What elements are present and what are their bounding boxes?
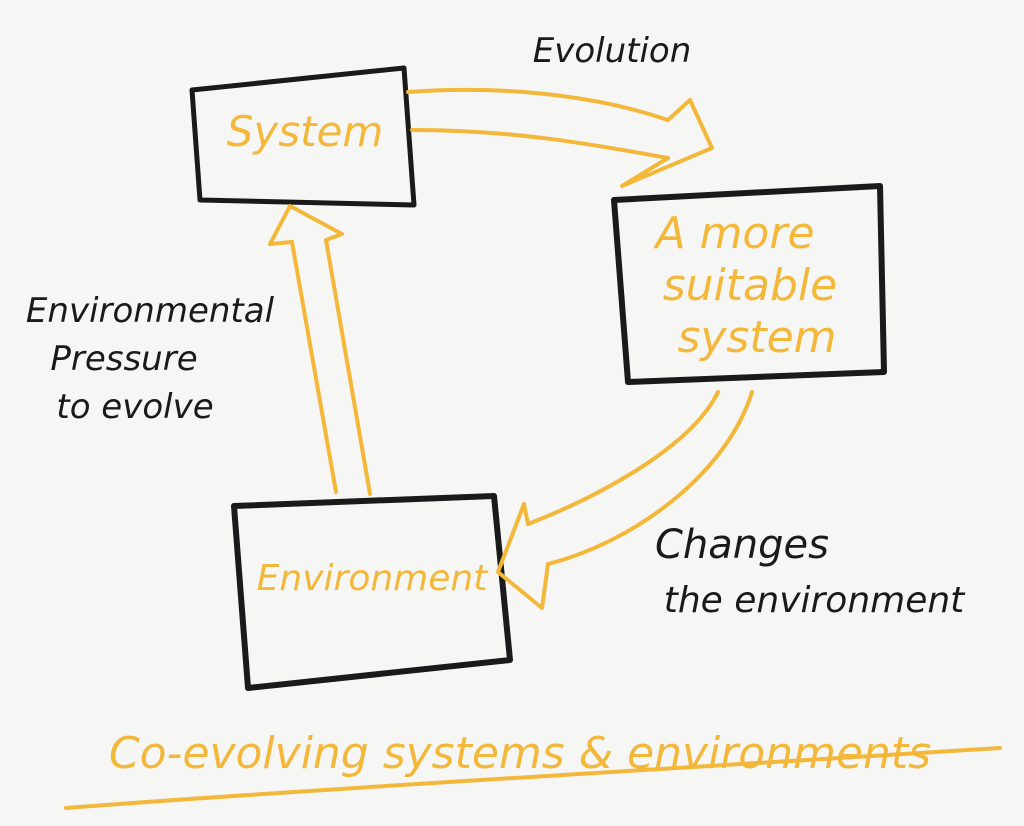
pressure-label-line-3: to evolve [56, 387, 213, 427]
better-system-node: A more suitable system [611, 183, 887, 385]
environment-box [231, 493, 513, 691]
system-node: System [189, 65, 417, 208]
environment-label: Environment [257, 558, 490, 599]
better-system-box [611, 183, 887, 385]
system-box [189, 65, 417, 208]
environment-node: Environment [231, 493, 513, 691]
pressure-label-line-2: Pressure [50, 339, 197, 379]
better-system-line-1: A more [652, 208, 814, 259]
title-text: Co-evolving systems & environments [109, 728, 931, 779]
system-label: System [227, 107, 384, 156]
better-system-line-2: suitable [663, 260, 837, 311]
evolution-label: Evolution [533, 31, 692, 71]
changes-label-line-2: the environment [664, 580, 966, 621]
evolution-arrow: Evolution [406, 31, 714, 188]
title-underline [64, 746, 1002, 810]
changes-arrow: Changes the environment [496, 390, 966, 621]
pressure-label-line-1: Environmental [26, 291, 275, 331]
pressure-arrow: Environmental Pressure to evolve [26, 204, 372, 496]
changes-label-line-1: Changes [655, 522, 829, 568]
better-system-line-3: system [677, 312, 836, 363]
diagram-title: Co-evolving systems & environments [64, 728, 1002, 810]
